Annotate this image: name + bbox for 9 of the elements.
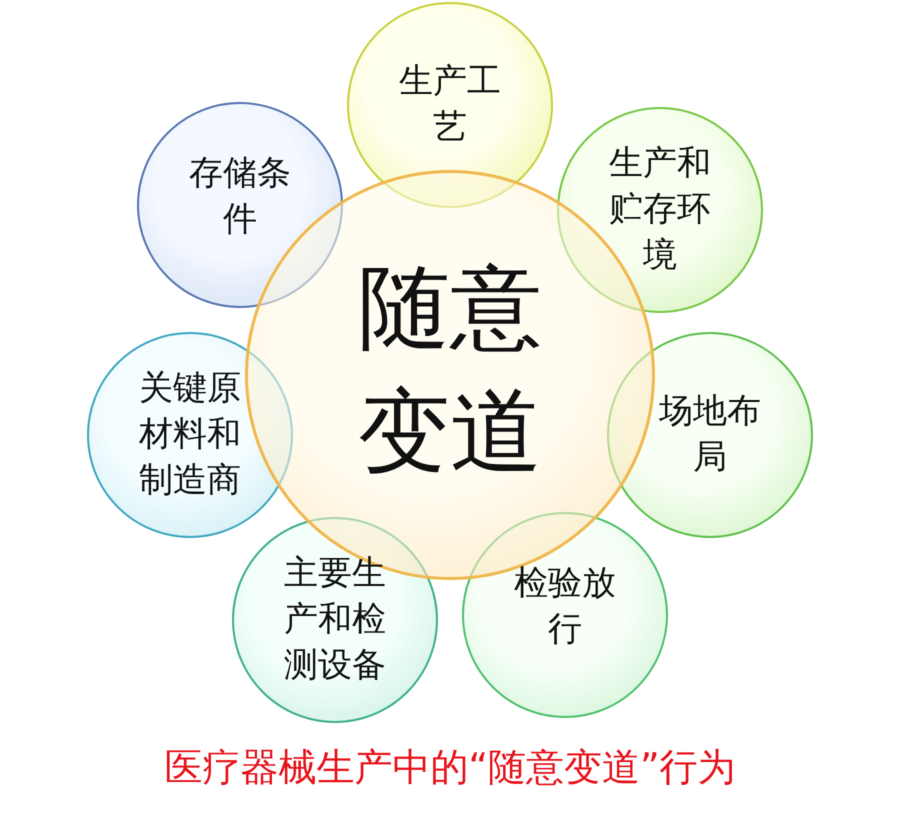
topic-label: 存储条件 [188, 152, 292, 241]
topic-label: 关键原材料和制造商 [138, 367, 242, 502]
caption: 医疗器械生产中的“随意变道”行为 [163, 744, 737, 791]
topic-label: 检验放行 [513, 562, 617, 651]
topic-label: 生产工艺 [398, 60, 502, 149]
topic-label: 生产和贮存环境 [608, 142, 712, 277]
topic-label: 场地布局 [658, 390, 762, 479]
topic-label: 主要生产和检测设备 [283, 552, 387, 687]
center-label: 随意变道 [357, 252, 543, 487]
